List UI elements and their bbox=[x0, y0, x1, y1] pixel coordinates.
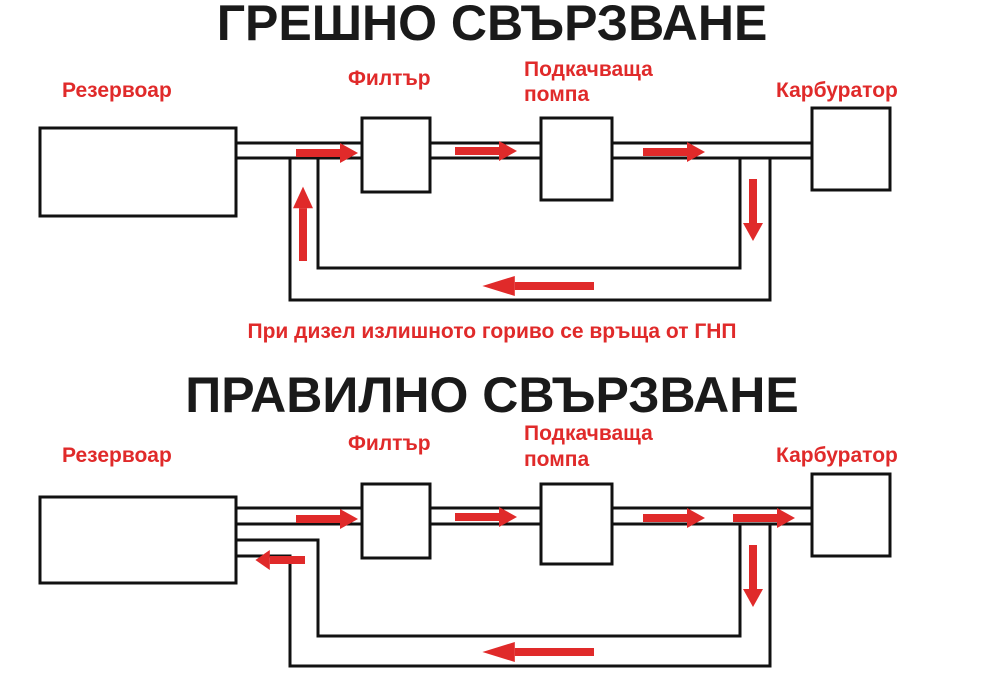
filter-label: Филтър bbox=[348, 432, 431, 455]
flow-arrows bbox=[255, 507, 795, 662]
tank-label: Резервоар bbox=[62, 79, 172, 102]
wrong-connection-title: ГРЕШНО СВЪРЗВАНЕ bbox=[217, 0, 768, 51]
wrong-pipes bbox=[236, 141, 812, 302]
pump-box bbox=[539, 482, 614, 566]
tank-label: Резервоар bbox=[62, 444, 172, 467]
arrow-left-icon bbox=[255, 550, 305, 570]
arrow-left-icon bbox=[482, 276, 594, 296]
pump-label-line1: Подкачваща bbox=[524, 58, 653, 81]
pump-label-line2: помпа bbox=[524, 83, 589, 106]
pump-label-line2: помпа bbox=[524, 448, 589, 471]
arrow-down-icon bbox=[743, 179, 763, 241]
right-connection-section: ПРАВИЛНО СВЪРЗВАНЕ Резервоар Филтър Подк… bbox=[38, 367, 898, 668]
return-loop-outer bbox=[236, 524, 772, 668]
right-pipes bbox=[236, 506, 812, 668]
arrow-left-icon bbox=[482, 642, 594, 662]
arrow-up-icon bbox=[293, 186, 313, 261]
pump-label-line1: Подкачваща bbox=[524, 422, 653, 445]
filter-box bbox=[360, 482, 432, 560]
arrow-right-icon bbox=[296, 143, 358, 163]
tank-box bbox=[38, 126, 238, 218]
pump-box bbox=[539, 116, 614, 202]
carburetor-label: Карбуратор bbox=[776, 79, 898, 102]
filter-label: Филтър bbox=[348, 67, 431, 90]
return-loop-inner bbox=[236, 524, 742, 638]
tank-box bbox=[38, 495, 238, 585]
arrow-down-icon bbox=[743, 545, 763, 607]
return-loop-inner bbox=[316, 158, 742, 270]
wrong-connection-section: ГРЕШНО СВЪРЗВАНЕ Резервоар Филтър Подкач… bbox=[38, 0, 898, 302]
right-connection-title: ПРАВИЛНО СВЪРЗВАНЕ bbox=[185, 367, 798, 423]
carburetor-label: Карбуратор bbox=[776, 444, 898, 467]
return-loop-outer bbox=[288, 158, 772, 302]
filter-box bbox=[360, 116, 432, 194]
diesel-note: При дизел излишното гориво се връща от Г… bbox=[247, 320, 736, 343]
arrow-right-icon bbox=[296, 509, 358, 529]
carburetor-box bbox=[810, 472, 892, 558]
carburetor-box bbox=[810, 106, 892, 192]
